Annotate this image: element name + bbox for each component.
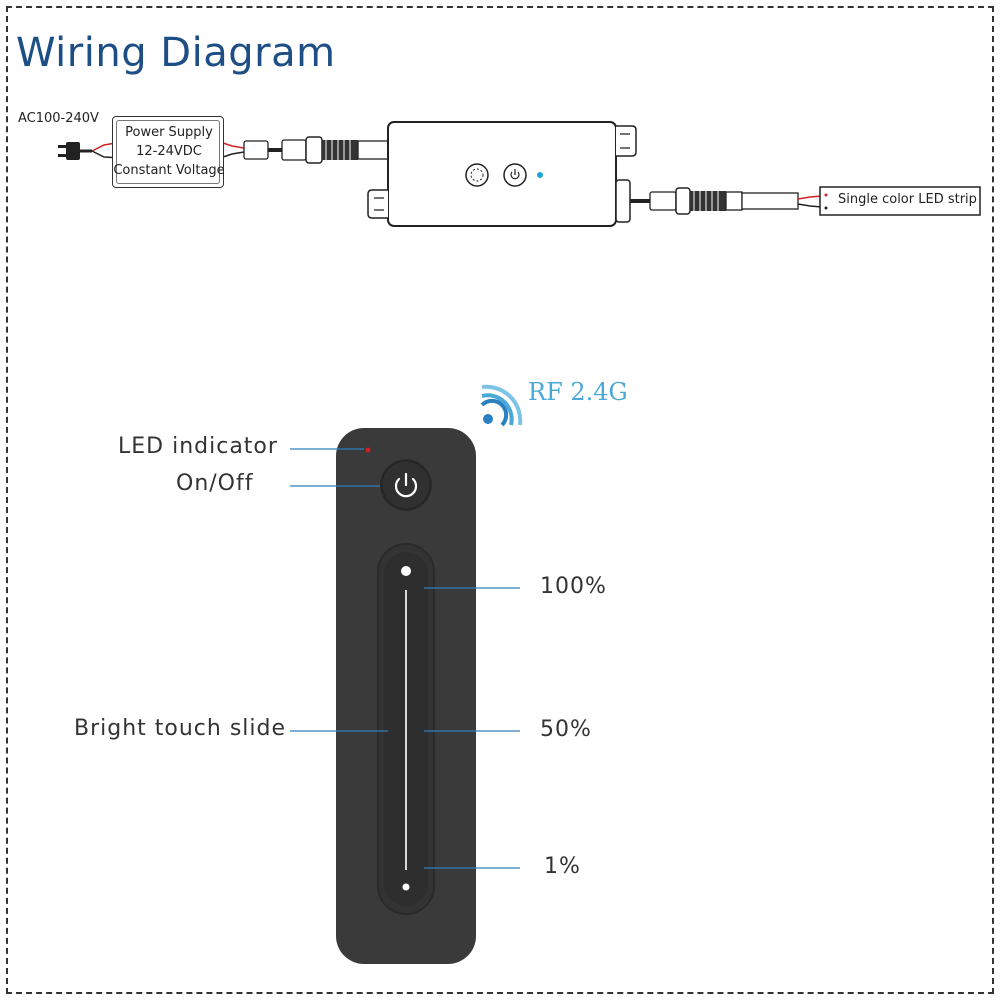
- power-supply-line-2: 12-24VDC: [136, 144, 202, 159]
- power-supply-line-3: Constant Voltage: [113, 163, 225, 178]
- power-supply-line-1: Power Supply: [125, 125, 213, 140]
- power-icon: [394, 472, 418, 498]
- level-50-label: 50%: [540, 717, 592, 742]
- callout-lines: [290, 448, 520, 869]
- power-supply-box: Power Supply 12-24VDC Constant Voltage: [112, 116, 225, 188]
- plug-icon: [58, 142, 92, 160]
- slider-bottom-dot: [402, 883, 410, 891]
- wifi-signal-icon: [480, 384, 523, 427]
- bright-touch-slider[interactable]: [377, 543, 435, 915]
- on-off-label: On/Off: [176, 471, 254, 496]
- led-strip-label: Single color LED strip: [838, 192, 977, 207]
- diagram-frame: [6, 6, 994, 994]
- led-indicator-dot: [365, 447, 371, 453]
- input-voltage-label: AC100-240V: [18, 111, 99, 126]
- led-indicator-label: LED indicator: [118, 434, 278, 459]
- led-strip: [819, 186, 981, 216]
- level-100-label: 100%: [540, 574, 607, 599]
- controller-output: [615, 179, 823, 223]
- slider-top-dot: [401, 566, 411, 576]
- level-1-label: 1%: [544, 854, 581, 879]
- page-title: Wiring Diagram: [16, 30, 336, 76]
- bright-touch-slide-label: Bright touch slide: [74, 716, 287, 741]
- power-button[interactable]: [380, 459, 432, 511]
- dc-connector-1: [281, 136, 391, 164]
- rf-label: RF 2.4G: [528, 378, 628, 406]
- controller-unit: [367, 121, 637, 227]
